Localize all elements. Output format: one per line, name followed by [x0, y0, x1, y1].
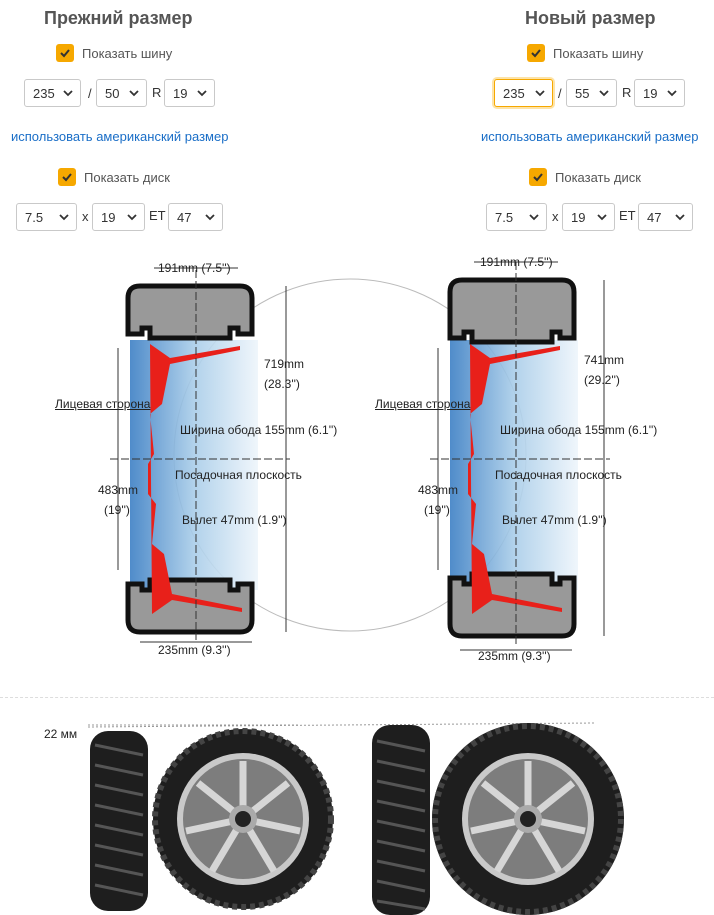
new-rim-dia: 483mm — [418, 483, 459, 497]
old-et-select[interactable]: 47 — [168, 203, 223, 231]
new-rim-width-select[interactable]: 7.5 — [486, 203, 547, 231]
checkmark-icon — [56, 44, 74, 62]
old-diameter-value: 19 — [173, 85, 188, 101]
new-show-disc-checkbox[interactable]: Показать диск — [529, 168, 641, 186]
x-separator: x — [82, 209, 89, 224]
old-rim-diameter-select[interactable]: 19 — [92, 203, 145, 231]
new-show-tire-label: Показать шину — [553, 45, 644, 61]
old-show-disc-checkbox[interactable]: Показать диск — [58, 168, 170, 186]
old-profile-select[interactable]: 50 — [96, 79, 147, 107]
checkmark-icon — [527, 44, 545, 62]
old-rim-dia-in: (19'') — [104, 503, 130, 517]
x-separator: x — [552, 209, 559, 224]
tire-comparison-illustration — [87, 722, 624, 915]
old-seat-label: Посадочная плоскость — [175, 468, 302, 482]
new-face-label: Лицевая сторона — [375, 397, 471, 411]
new-profile-value: 55 — [575, 85, 590, 101]
old-top-dim: 191mm (7.5'') — [158, 261, 231, 275]
new-et-value: 47 — [647, 209, 662, 225]
height-difference-label: 22 мм — [44, 727, 78, 741]
old-rim-width-label: Ширина обода 155mm (6.1'') — [180, 423, 338, 437]
chevron-down-icon — [63, 90, 73, 97]
old-diameter-select[interactable]: 19 — [164, 79, 215, 107]
r-separator: R — [152, 85, 162, 100]
chevron-down-icon — [127, 214, 137, 221]
slash-separator: / — [558, 86, 562, 101]
chevron-down-icon — [129, 90, 139, 97]
old-us-size-link[interactable]: использовать американский размер — [11, 129, 229, 144]
chevron-down-icon — [667, 90, 677, 97]
new-et-select[interactable]: 47 — [638, 203, 693, 231]
new-tire-side-view — [372, 725, 430, 915]
old-offset-label: Вылет 47mm (1.9'') — [182, 513, 287, 527]
new-rim-diameter-value: 19 — [571, 209, 586, 225]
checkmark-icon — [58, 168, 76, 186]
old-show-tire-label: Показать шину — [82, 45, 173, 61]
new-show-disc-label: Показать диск — [555, 169, 641, 185]
old-rim-width-value: 7.5 — [25, 209, 44, 225]
new-seat-label: Посадочная плоскость — [495, 468, 622, 482]
new-width-select[interactable]: 235 — [494, 79, 553, 107]
old-size-title: Прежний размер — [44, 8, 193, 28]
r-separator: R — [622, 85, 632, 100]
chevron-down-icon — [529, 214, 539, 221]
new-top-dim: 191mm (7.5'') — [480, 255, 553, 269]
new-size-title: Новый размер — [525, 8, 656, 28]
new-show-tire-checkbox[interactable]: Показать шину — [527, 44, 643, 62]
chevron-down-icon — [59, 214, 69, 221]
et-label: ET — [619, 208, 636, 223]
new-outer-dia-in: (29.2'') — [584, 373, 620, 387]
chevron-down-icon — [205, 214, 215, 221]
old-rim-dia: 483mm — [98, 483, 139, 497]
chevron-down-icon — [675, 214, 685, 221]
section-divider — [0, 697, 714, 698]
old-et-value: 47 — [177, 209, 192, 225]
old-width-value: 235 — [33, 85, 55, 101]
chevron-down-icon — [535, 90, 545, 97]
new-profile-select[interactable]: 55 — [566, 79, 617, 107]
tire-profile-diagram — [110, 261, 610, 651]
et-label: ET — [149, 208, 166, 223]
old-face-label: Лицевая сторона — [55, 397, 151, 411]
new-diameter-select[interactable]: 19 — [634, 79, 685, 107]
old-outer-dia: 719mm — [264, 357, 305, 371]
old-rim-diameter-value: 19 — [101, 209, 116, 225]
new-wheel-front-view — [432, 723, 624, 915]
slash-separator: / — [88, 86, 92, 101]
new-rim-dia-in: (19'') — [424, 503, 450, 517]
old-show-disc-label: Показать диск — [84, 169, 170, 185]
old-rim-width-select[interactable]: 7.5 — [16, 203, 77, 231]
new-tire-cross-section — [430, 261, 610, 651]
new-rim-diameter-select[interactable]: 19 — [562, 203, 615, 231]
chevron-down-icon — [597, 214, 607, 221]
new-offset-label: Вылет 47mm (1.9'') — [502, 513, 607, 527]
old-tire-side-view — [90, 731, 148, 911]
checkmark-icon — [529, 168, 547, 186]
old-wheel-front-view — [152, 728, 334, 910]
new-bottom-dim: 235mm (9.3'') — [478, 649, 551, 663]
new-us-size-link[interactable]: использовать американский размер — [481, 129, 699, 144]
new-rim-width-label: Ширина обода 155mm (6.1'') — [500, 423, 658, 437]
old-show-tire-checkbox[interactable]: Показать шину — [56, 44, 172, 62]
new-diameter-value: 19 — [643, 85, 658, 101]
old-profile-value: 50 — [105, 85, 120, 101]
old-bottom-dim: 235mm (9.3'') — [158, 643, 231, 657]
old-outer-dia-in: (28.3'') — [264, 377, 300, 391]
new-outer-dia: 741mm — [584, 353, 625, 367]
new-rim-width-value: 7.5 — [495, 209, 514, 225]
new-width-value: 235 — [503, 85, 525, 101]
old-width-select[interactable]: 235 — [24, 79, 81, 107]
old-tire-cross-section — [110, 267, 290, 643]
chevron-down-icon — [599, 90, 609, 97]
chevron-down-icon — [197, 90, 207, 97]
